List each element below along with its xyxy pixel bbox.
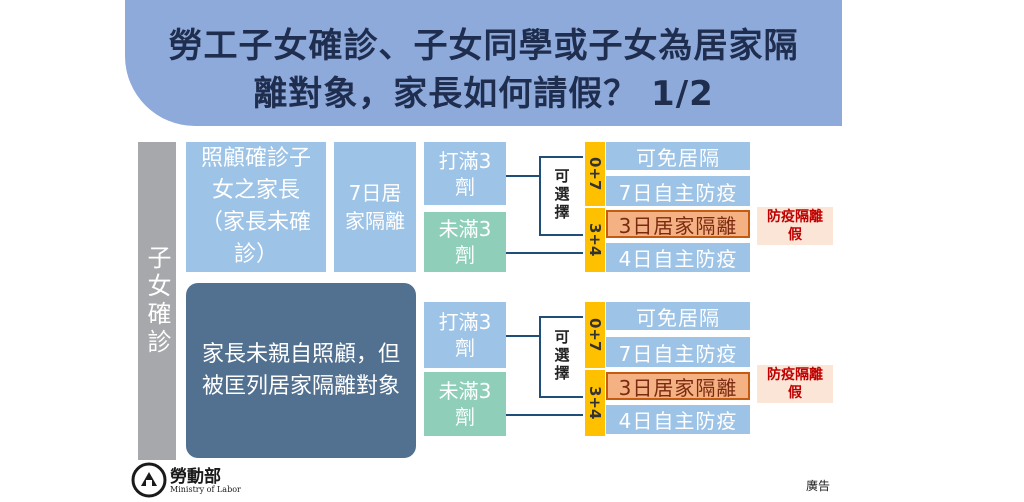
outcome-exempt-1: 可免居隔 xyxy=(606,142,750,170)
side-label: 子女確診 xyxy=(138,142,176,460)
connector xyxy=(539,156,583,158)
connector xyxy=(539,156,541,236)
outcome-3day-1: 3日居家隔離 xyxy=(606,210,750,238)
connector xyxy=(539,234,583,236)
caregiver-box-2: 家長未親自照顧，但被匡列居家隔離對象 xyxy=(186,283,416,458)
not-full-box-1: 未滿3劑 xyxy=(424,212,506,272)
choose-label-1: 可選擇 xyxy=(548,162,576,228)
ministry-logo-text: 勞動部 xyxy=(170,467,221,487)
quarantine-box-1: 7日居家隔離 xyxy=(334,142,416,272)
connector xyxy=(506,175,540,177)
connector xyxy=(539,316,583,318)
connector xyxy=(506,414,583,416)
full-dose-box-2: 打滿3劑 xyxy=(424,302,506,368)
connector xyxy=(539,396,583,398)
connector xyxy=(506,335,540,337)
title-banner: 勞工子女確診、子女同學或子女為居家隔 離對象，家長如何請假？ 1/2 xyxy=(125,0,842,126)
caregiver-box-1: 照顧確診子女之家長（家長未確診） xyxy=(186,142,326,272)
full-dose-box-1: 打滿3劑 xyxy=(424,142,506,205)
option-3-4-1: 3+4 xyxy=(583,208,605,272)
leave-label-2: 防疫隔離假 xyxy=(757,365,833,403)
title-line-2: 離對象，家長如何請假？ 1/2 xyxy=(253,74,714,114)
title-line-1: 勞工子女確診、子女同學或子女為居家隔 xyxy=(168,26,799,66)
outcome-7day-2: 7日自主防疫 xyxy=(606,337,750,367)
outcome-4day-1: 4日自主防疫 xyxy=(606,243,750,272)
not-full-box-2: 未滿3劑 xyxy=(424,372,506,436)
outcome-3day-2: 3日居家隔離 xyxy=(606,372,750,400)
outcome-7day-1: 7日自主防疫 xyxy=(606,176,750,206)
option-0-7-1: 0+7 xyxy=(583,142,605,206)
ministry-logo-icon xyxy=(131,462,167,498)
ad-label: 廣告 xyxy=(806,479,831,493)
option-0-7-2: 0+7 xyxy=(583,302,605,368)
outcome-exempt-2: 可免居隔 xyxy=(606,302,750,330)
option-3-4-2: 3+4 xyxy=(583,370,605,436)
choose-label-2: 可選擇 xyxy=(548,322,576,390)
connector xyxy=(539,316,541,398)
connector xyxy=(506,252,583,254)
outcome-4day-2: 4日自主防疫 xyxy=(606,405,750,434)
leave-label-1: 防疫隔離假 xyxy=(757,207,833,245)
ministry-logo-subtext: Ministry of Labor xyxy=(170,485,241,494)
ministry-logo xyxy=(131,462,167,498)
